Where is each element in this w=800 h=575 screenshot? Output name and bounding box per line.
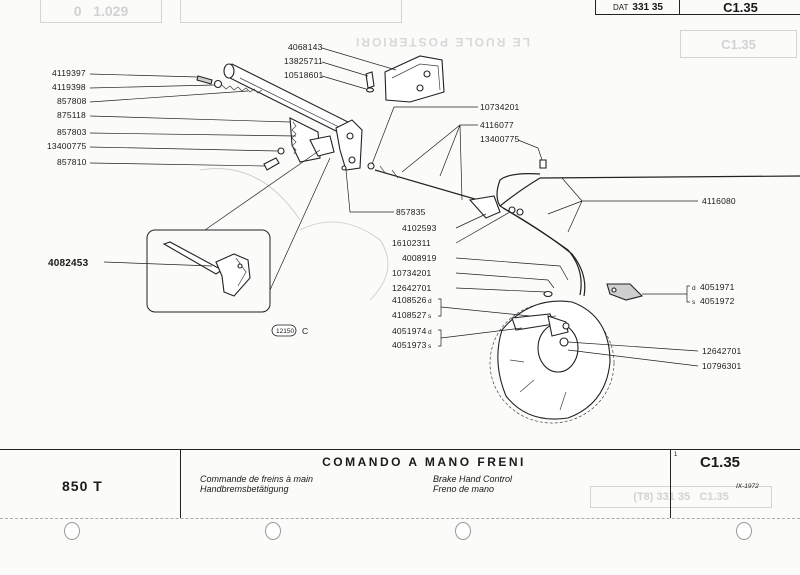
sheet-code: C1.35 <box>723 0 758 15</box>
leader-lines <box>89 47 699 367</box>
front-cable <box>367 162 524 219</box>
part-label: 4068143 <box>288 42 323 52</box>
part-label: 875118 <box>57 110 86 120</box>
divider <box>180 450 181 518</box>
side-marker: s <box>428 313 432 320</box>
part-label: 857835 <box>396 207 426 217</box>
part-label: 12642701 <box>392 283 431 293</box>
part-label: 10734201 <box>480 102 519 112</box>
part-label: 4108526 <box>392 295 427 305</box>
reference-tag: 12150 C <box>271 324 308 337</box>
title-block: 850 T COMANDO A MANO FRENI Commande de f… <box>0 449 800 575</box>
part-label: 4051974 <box>392 326 427 336</box>
part-label: 12642701 <box>702 346 741 356</box>
ref-tag-number: 12150 <box>276 328 294 335</box>
issue-date: IX-1972 <box>736 483 759 490</box>
footer-sheet-code: C1.35 <box>700 454 741 471</box>
desc-italian: Freno de mano <box>433 484 495 494</box>
part-label: 4102593 <box>402 223 437 233</box>
print-through: LE RUOLE POSTERIORI <box>199 35 530 301</box>
part-label: 10518601 <box>284 70 323 80</box>
dat-box: DAT 331 35 <box>595 0 681 15</box>
svg-text:LE RUOLE POSTERIORI: LE RUOLE POSTERIORI <box>354 35 530 49</box>
binder-hole-icon <box>455 522 471 540</box>
hand-lever <box>196 63 363 171</box>
inset-detail <box>146 149 331 313</box>
part-label: 4119397 <box>52 68 86 78</box>
ghost-box-top-mid <box>180 0 402 23</box>
side-marker: s <box>428 343 432 350</box>
ghost-box-top-right: C1.35 <box>680 30 797 58</box>
part-label: 4082453 <box>48 258 89 269</box>
part-label: 4116080 <box>702 196 736 206</box>
desc-german: Handbremsbetätigung <box>200 484 289 494</box>
divider <box>670 450 671 518</box>
upper-bracket <box>365 55 445 103</box>
part-label: 4116077 <box>480 120 514 130</box>
part-label: 4119398 <box>52 82 86 92</box>
wedge-plate <box>606 283 644 301</box>
part-label: 13400775 <box>47 141 86 151</box>
revision-mark: 1 <box>674 452 678 458</box>
ghost-box-top-left: 0 1.029 <box>40 0 162 23</box>
part-label: 857810 <box>57 157 87 167</box>
part-label: 16102311 <box>392 238 431 248</box>
side-marker: d <box>692 285 696 292</box>
sheet-title: COMANDO A MANO FRENI <box>322 455 526 469</box>
part-number-labels: 4119397 4119398 857808 875118 857803 134… <box>47 42 741 371</box>
binder-hole-icon <box>64 522 80 540</box>
part-label: 4051973 <box>392 340 427 350</box>
part-label: 4108527 <box>392 310 427 320</box>
part-label: 13400775 <box>480 134 519 144</box>
part-label: 10734201 <box>392 268 431 278</box>
desc-english: Brake Hand Control <box>433 474 513 484</box>
desc-french: Commande de freins à main <box>200 474 314 484</box>
brake-backing-plate <box>489 290 615 424</box>
side-marker: d <box>428 298 432 305</box>
divider <box>0 518 800 519</box>
side-marker: s <box>692 299 696 306</box>
sheet-code-box: C1.35 <box>679 0 800 15</box>
binder-hole-icon <box>265 522 281 540</box>
dat-number: 331 35 <box>632 1 663 13</box>
part-label: 4008919 <box>402 253 437 263</box>
ghost-box-footer: (T8) 331 35 C1.35 <box>590 486 772 508</box>
ref-tag-letter: C <box>302 326 308 336</box>
rear-cables <box>496 159 800 297</box>
binder-hole-icon <box>736 522 752 540</box>
part-label: 857808 <box>57 96 87 106</box>
part-label: 13825711 <box>284 56 323 66</box>
part-label: 10796301 <box>702 361 741 371</box>
part-label: 4051971 <box>700 282 735 292</box>
part-label: 4051972 <box>700 296 735 306</box>
model-name: 850 T <box>62 478 103 494</box>
dat-label: DAT <box>613 2 629 12</box>
side-marker: d <box>428 329 432 336</box>
part-label: 857803 <box>57 127 87 137</box>
